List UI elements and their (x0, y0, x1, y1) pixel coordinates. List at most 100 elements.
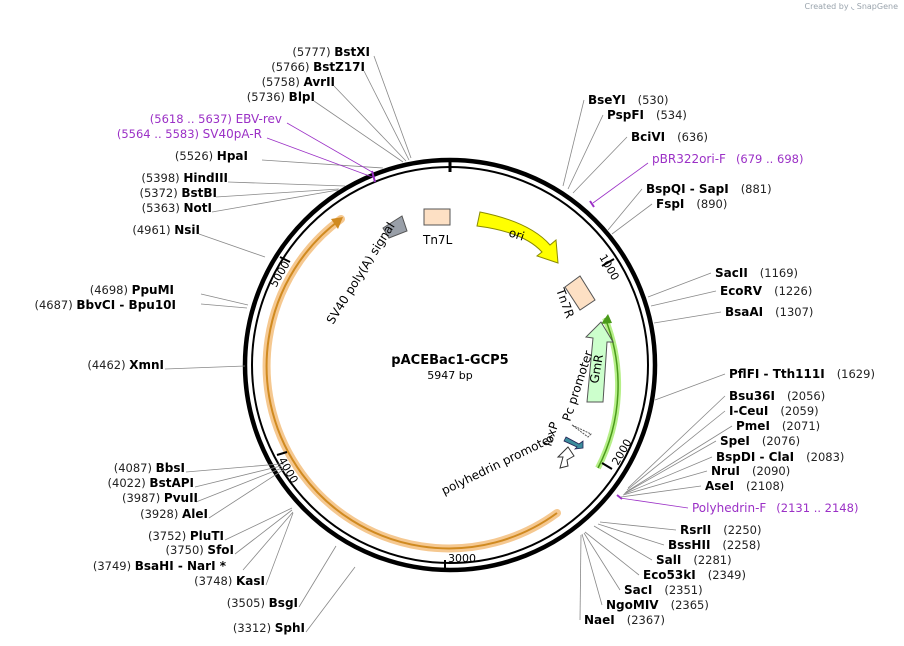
leader-line-pflfi (654, 373, 726, 401)
site-label-sphi: (3312) SphI (233, 621, 305, 635)
leader-line-ppumi (200, 293, 249, 306)
leader-line-bbvci (200, 303, 248, 309)
gmr-arc-arrowhead (601, 314, 612, 324)
sv40-box (382, 215, 408, 239)
leader-line-bspqi (607, 188, 643, 231)
leader-line-nrui (622, 470, 708, 496)
gmr-arrow (584, 321, 614, 403)
tn7l-box (423, 208, 451, 226)
pbr322ori-f-marker (589, 200, 595, 208)
site-label-pmei: PmeI(2071) (736, 419, 820, 433)
ori-label: ori (507, 226, 526, 244)
site-label-rsrii: RsrII(2250) (680, 523, 761, 537)
leader-line-bstbi (215, 188, 340, 198)
plasmid-name: pACEBac1-GCP5 (391, 353, 508, 368)
credit-brand: SnapGene (856, 2, 898, 11)
primer-label-sv40pa-r: (5564 .. 5583) SV40pA-R (117, 127, 262, 141)
site-label-kasi: (3748) KasI (194, 574, 265, 588)
primer-label-polyhedrin-f: Polyhedrin-F(2131 .. 2148) (692, 501, 858, 515)
tick-label-3000: 3000 (448, 552, 476, 565)
leader-line-fspi (611, 203, 653, 235)
leader-line-bsahi (242, 511, 294, 571)
leader-line-xmni (164, 365, 246, 370)
leader-line-bsgi (298, 545, 337, 608)
site-label-bstxi: (5777) BstXI (292, 45, 370, 59)
snapgene-credit: Created by ◟ SnapGene (805, 2, 898, 11)
gcp5-orf-arc (262, 215, 561, 553)
sv40-label: SV40 poly(A) signal (324, 220, 398, 327)
site-label-bspqi: BspQI - SapI(881) (646, 182, 772, 196)
leader-line-hindiii (227, 181, 346, 187)
tn7l-label: Tn7L (422, 233, 453, 247)
ebv-rev-marker (371, 170, 376, 183)
tick-4000 (276, 451, 288, 456)
site-label-hpai: (5526) HpaI (175, 149, 248, 163)
site-label-hindiii: (5398) HindIII (141, 171, 228, 185)
site-label-bstz17i: (5766) BstZ17I (271, 60, 365, 74)
site-label-eco53ki: Eco53kI(2349) (643, 568, 746, 582)
tick-2000 (601, 462, 613, 470)
site-label-bstbi: (5372) BstBI (139, 186, 217, 200)
gmr-arc-line (597, 317, 619, 469)
tick-label-1000: 1000 (596, 252, 621, 283)
polyhedrin-promoter-label: polyhedrin promoter (439, 431, 556, 498)
site-label-i-ceui: I-CeuI(2059) (729, 404, 819, 418)
leader-line-blpi (313, 100, 404, 163)
leader-line-bsu36i (627, 395, 726, 489)
leader-line-bspdi (623, 456, 713, 495)
site-label-bsahi: (3749) BsaHI - NarI * (93, 559, 227, 573)
leader-line-bseyi (562, 99, 585, 187)
primer-line-ebv-rev (286, 122, 373, 173)
site-label-noti: (5363) NotI (142, 201, 212, 215)
site-label-pspfi: PspFI(534) (607, 108, 687, 122)
primer-line-pbr322ori-f (592, 162, 649, 204)
tn7r-box (564, 275, 596, 311)
site-label-blpi: (5736) BlpI (247, 90, 315, 104)
site-label-ecorv: EcoRV(1226) (720, 284, 812, 298)
site-label-ppumi: (4698) PpuMI (90, 283, 174, 297)
polyhedrin-promoter-arrow (556, 446, 575, 469)
tick-1000 (601, 258, 615, 267)
leader-line-sphi (305, 566, 356, 633)
site-label-bstapi: (4022) BstAPI (108, 476, 194, 490)
leader-line-pluti (224, 507, 293, 541)
site-label-sfoi: (3750) SfoI (166, 543, 234, 557)
site-label-bbsi: (4087) BbsI (114, 461, 185, 475)
site-label-bsaai: BsaAI(1307) (725, 305, 813, 319)
leader-line-spei (624, 440, 717, 494)
site-label-saci: SacI(2351) (624, 583, 703, 597)
site-label-bcivi: BciVI(636) (631, 130, 708, 144)
primer-line-polyhedrin-f (619, 497, 689, 509)
site-label-pvuii: (3987) PvuII (122, 491, 198, 505)
leader-line-pspfi (567, 114, 604, 190)
snapgene-logo-icon: ◟ (851, 2, 855, 11)
leader-line-sacii (647, 272, 712, 298)
gcp5-orf-arc-line (265, 218, 558, 550)
site-label-nrui: NruI(2090) (711, 464, 790, 478)
leader-line-eco53ki (584, 531, 640, 576)
leader-line-rsrii (599, 521, 677, 531)
leader-line-sfoi (234, 509, 293, 555)
ori-arrow (476, 211, 559, 264)
pc-promoter-arrow (571, 424, 592, 438)
loxp-arrow (563, 436, 584, 450)
site-label-sali: SalI(2281) (656, 553, 732, 567)
site-label-bsu36i: Bsu36I(2056) (729, 389, 825, 403)
leader-line-bsaai (653, 311, 722, 324)
site-label-xmni: (4462) XmnI (87, 358, 164, 372)
site-label-spei: SpeI(2076) (720, 434, 800, 448)
site-label-bsgi: (3505) BsgI (227, 596, 298, 610)
site-label-fspi: FspI(890) (656, 197, 727, 211)
site-label-nsii: (4961) NsiI (132, 223, 200, 237)
site-label-pluti: (3752) PluTI (148, 529, 224, 543)
site-label-ngomiv: NgoMIV(2365) (606, 598, 709, 612)
site-labels: BseYI(530)PspFI(534)BciVI(636)BspQI - Sa… (34, 45, 874, 635)
leader-line-bstapi (194, 465, 282, 488)
leader-line-naei (579, 534, 582, 621)
leader-line-bbsi (185, 463, 281, 473)
tick-5000 (279, 256, 291, 263)
site-label-bbvci: (4687) BbvCI - Bpu10I (34, 298, 176, 312)
leader-line-alei (208, 469, 284, 519)
leader-line-bstz17i (363, 70, 410, 161)
